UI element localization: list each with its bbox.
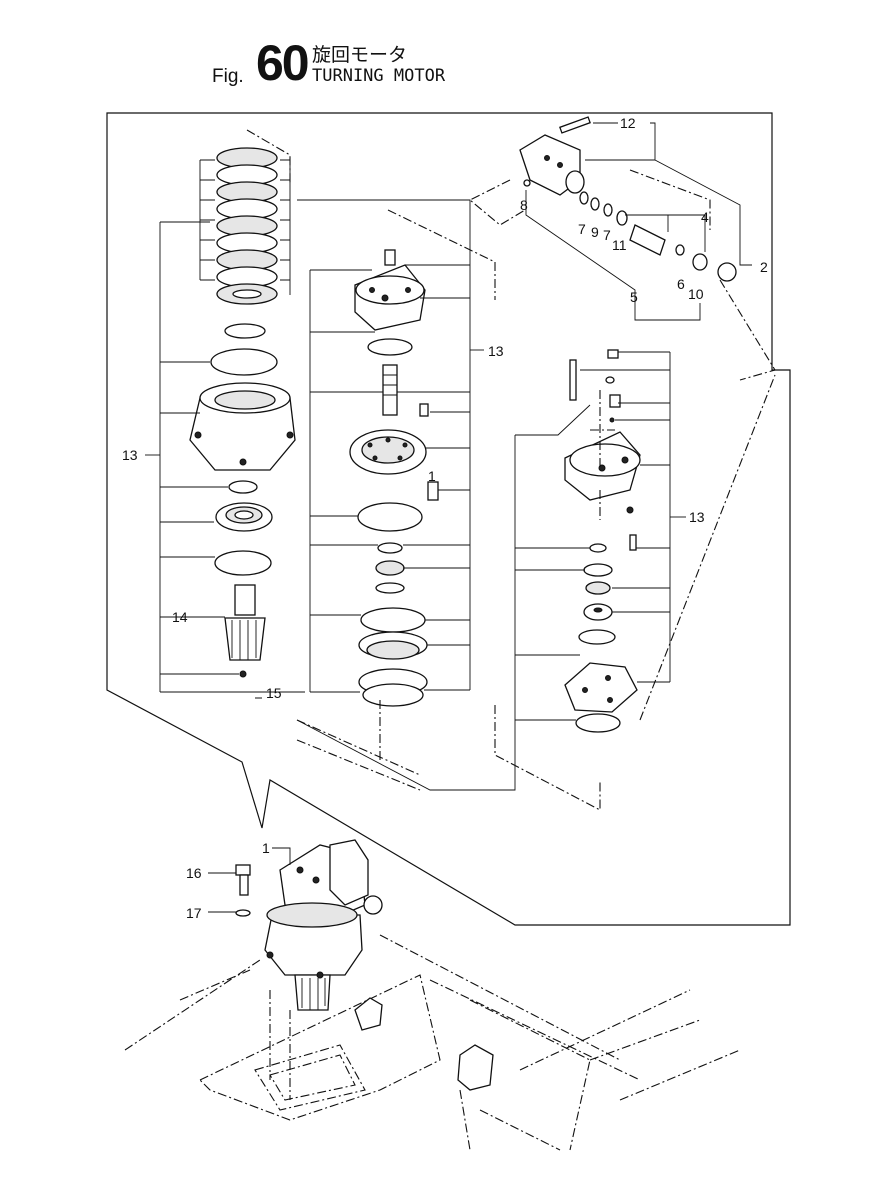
friction-plate-stack: [216, 147, 278, 305]
bearing-right: [585, 581, 611, 595]
snap-ring: [228, 480, 258, 494]
relief-cartridge: [629, 224, 737, 282]
hex-plug-top: [569, 349, 621, 423]
callout-8: 8: [520, 197, 528, 213]
figure-title-english: TURNING MOTOR: [312, 66, 446, 86]
snap-ring-middle: [375, 582, 405, 594]
bearing-upper: [375, 542, 405, 576]
stopper-block: [457, 1044, 494, 1091]
o-ring-small: [224, 323, 266, 339]
spring: [427, 481, 439, 501]
bolt-top: [559, 116, 591, 134]
valve-plate-o-ring: [357, 502, 423, 532]
figure-prefix: Fig.: [212, 66, 244, 87]
callout-13-left: 13: [122, 447, 138, 463]
plug-8: [523, 179, 531, 187]
seal-kit-rings: [358, 607, 428, 707]
cover-o-ring: [367, 338, 413, 356]
callout-labels: 1 1 2 4 5 6 7 7 8 9 10 11 12 13 13 13 14…: [122, 115, 768, 921]
stopper-block-small: [354, 997, 383, 1031]
figure-number: 60: [256, 35, 310, 91]
bearing: [215, 502, 273, 532]
callout-9: 9: [591, 224, 599, 240]
valve-cover: [354, 249, 426, 331]
upper-frame-outline: [124, 934, 741, 1151]
callout-10: 10: [688, 286, 704, 302]
callout-15: 15: [266, 685, 282, 701]
figure-title-block: Fig. 60 旋回モータ TURNING MOTOR: [212, 36, 512, 96]
callout-5: 5: [630, 289, 638, 305]
plug-small: [626, 506, 634, 514]
collar: [583, 603, 613, 621]
middle-column-parts: [296, 199, 496, 791]
check-plug: [419, 403, 429, 417]
valve-plate: [349, 429, 427, 475]
center-shaft: [382, 364, 398, 416]
o-ring-large: [210, 348, 278, 376]
mounting-bolt: [235, 864, 251, 876]
callout-2: 2: [760, 259, 768, 275]
exploded-view-frame: [106, 112, 791, 926]
left-column-parts: [145, 129, 305, 693]
callout-1-valve: 1: [428, 468, 436, 484]
washer: [235, 909, 251, 917]
output-shaft: [224, 584, 266, 661]
valve-spring-13: [629, 534, 637, 551]
retaining-ring: [214, 550, 272, 576]
callout-4: 4: [701, 209, 709, 225]
callout-11: 11: [612, 237, 627, 253]
callout-7-first: 7: [578, 221, 586, 237]
steel-ball: [239, 670, 247, 678]
callout-17: 17: [186, 905, 202, 921]
callout-6: 6: [677, 276, 685, 292]
assembled-turning-motor: [208, 839, 383, 1011]
brake-valve-housing: [564, 431, 641, 501]
relief-valve-assembly: [469, 116, 776, 381]
callout-13-right: 13: [689, 509, 705, 525]
callout-14: 14: [172, 609, 188, 625]
valve-block: [519, 134, 585, 196]
callout-1-motor: 1: [262, 840, 270, 856]
motor-casing: [189, 382, 296, 471]
right-column-parts: [296, 349, 776, 811]
callout-16: 16: [186, 865, 202, 881]
cover-flange: [564, 662, 638, 713]
callout-7-second: 7: [603, 227, 611, 243]
figure-title-japanese: 旋回モータ: [312, 44, 408, 66]
callout-13-middle: 13: [488, 343, 504, 359]
callout-12: 12: [620, 115, 636, 131]
